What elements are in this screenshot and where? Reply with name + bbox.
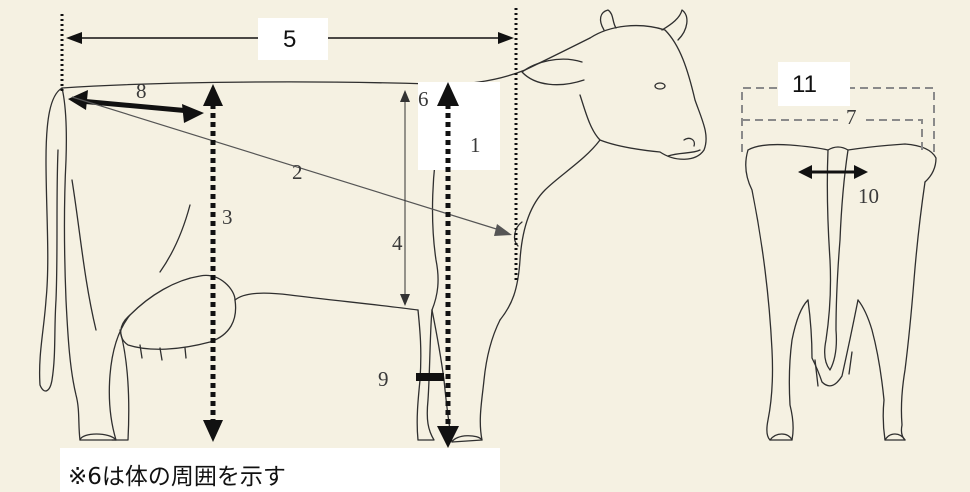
cow-tail: [40, 88, 62, 391]
cow-teat-1: [140, 345, 142, 358]
label-6: 6: [418, 87, 429, 111]
arrow-3-head-bottom: [203, 420, 223, 442]
arrow-5-head-right: [498, 32, 514, 44]
measurement-10: 10: [798, 165, 879, 208]
label-5: 5: [283, 26, 296, 53]
measurement-11: 11: [742, 62, 934, 152]
rear-udder: [808, 300, 858, 386]
cow-hoof-hind: [80, 434, 116, 440]
rear-right-leg: [858, 182, 925, 440]
label-7: 7: [846, 105, 857, 129]
measurement-3: 3: [203, 84, 233, 442]
rear-teat-left: [815, 360, 818, 386]
arrow-3-head-top: [203, 84, 223, 106]
cow-mouth: [668, 150, 700, 156]
arrow-10-head-left: [798, 165, 812, 179]
rear-hoof-left: [770, 434, 792, 440]
arrow-5-head-left: [66, 32, 82, 44]
cow-belly: [235, 293, 418, 310]
cow-rear-view: [746, 144, 936, 440]
line-2-arrowhead: [494, 224, 512, 236]
cow-horn-left: [601, 10, 616, 30]
label-10: 10: [858, 184, 879, 208]
bar-9: [416, 373, 444, 381]
label-3: 3: [222, 205, 233, 229]
cow-eye: [655, 83, 665, 89]
cow-nostril: [684, 138, 694, 146]
cow-hind-thigh-line: [72, 180, 96, 330]
caption-text: ※6は体の周囲を示す: [68, 464, 286, 490]
label-9: 9: [378, 367, 389, 391]
line-4-head-bottom: [400, 294, 410, 306]
cow-horn-right: [662, 10, 687, 40]
arrow-8-head-left: [68, 90, 88, 110]
rear-teat-right: [849, 352, 852, 374]
rear-top-outline: [748, 144, 936, 182]
rear-left-leg: [746, 150, 808, 440]
arrow-1-head-bottom: [437, 426, 459, 448]
label-2: 2: [292, 160, 303, 184]
cow-udder: [121, 275, 236, 349]
cow-ear: [522, 59, 584, 85]
caption: ※6は体の周囲を示す: [60, 448, 500, 492]
arrow-10-head-right: [854, 165, 868, 179]
cow-side-view: [40, 10, 707, 442]
label-4: 4: [392, 231, 403, 255]
rear-tail: [825, 150, 848, 370]
cow-teat-3: [185, 348, 186, 358]
cow-flank-fold: [160, 205, 190, 272]
dashed-line-7: [742, 120, 922, 152]
label-8: 8: [136, 79, 147, 103]
cow-head-outline: [580, 26, 706, 160]
line-4-head-top: [400, 90, 410, 102]
cow-hind-leg-near: [62, 88, 130, 440]
arrow-8-head-right: [182, 104, 204, 123]
arrow-8-line: [80, 101, 190, 111]
label-1: 1: [470, 133, 481, 157]
label-6-1-box: [418, 82, 500, 170]
measurement-9: 9: [378, 367, 444, 391]
label-11: 11: [792, 71, 817, 98]
